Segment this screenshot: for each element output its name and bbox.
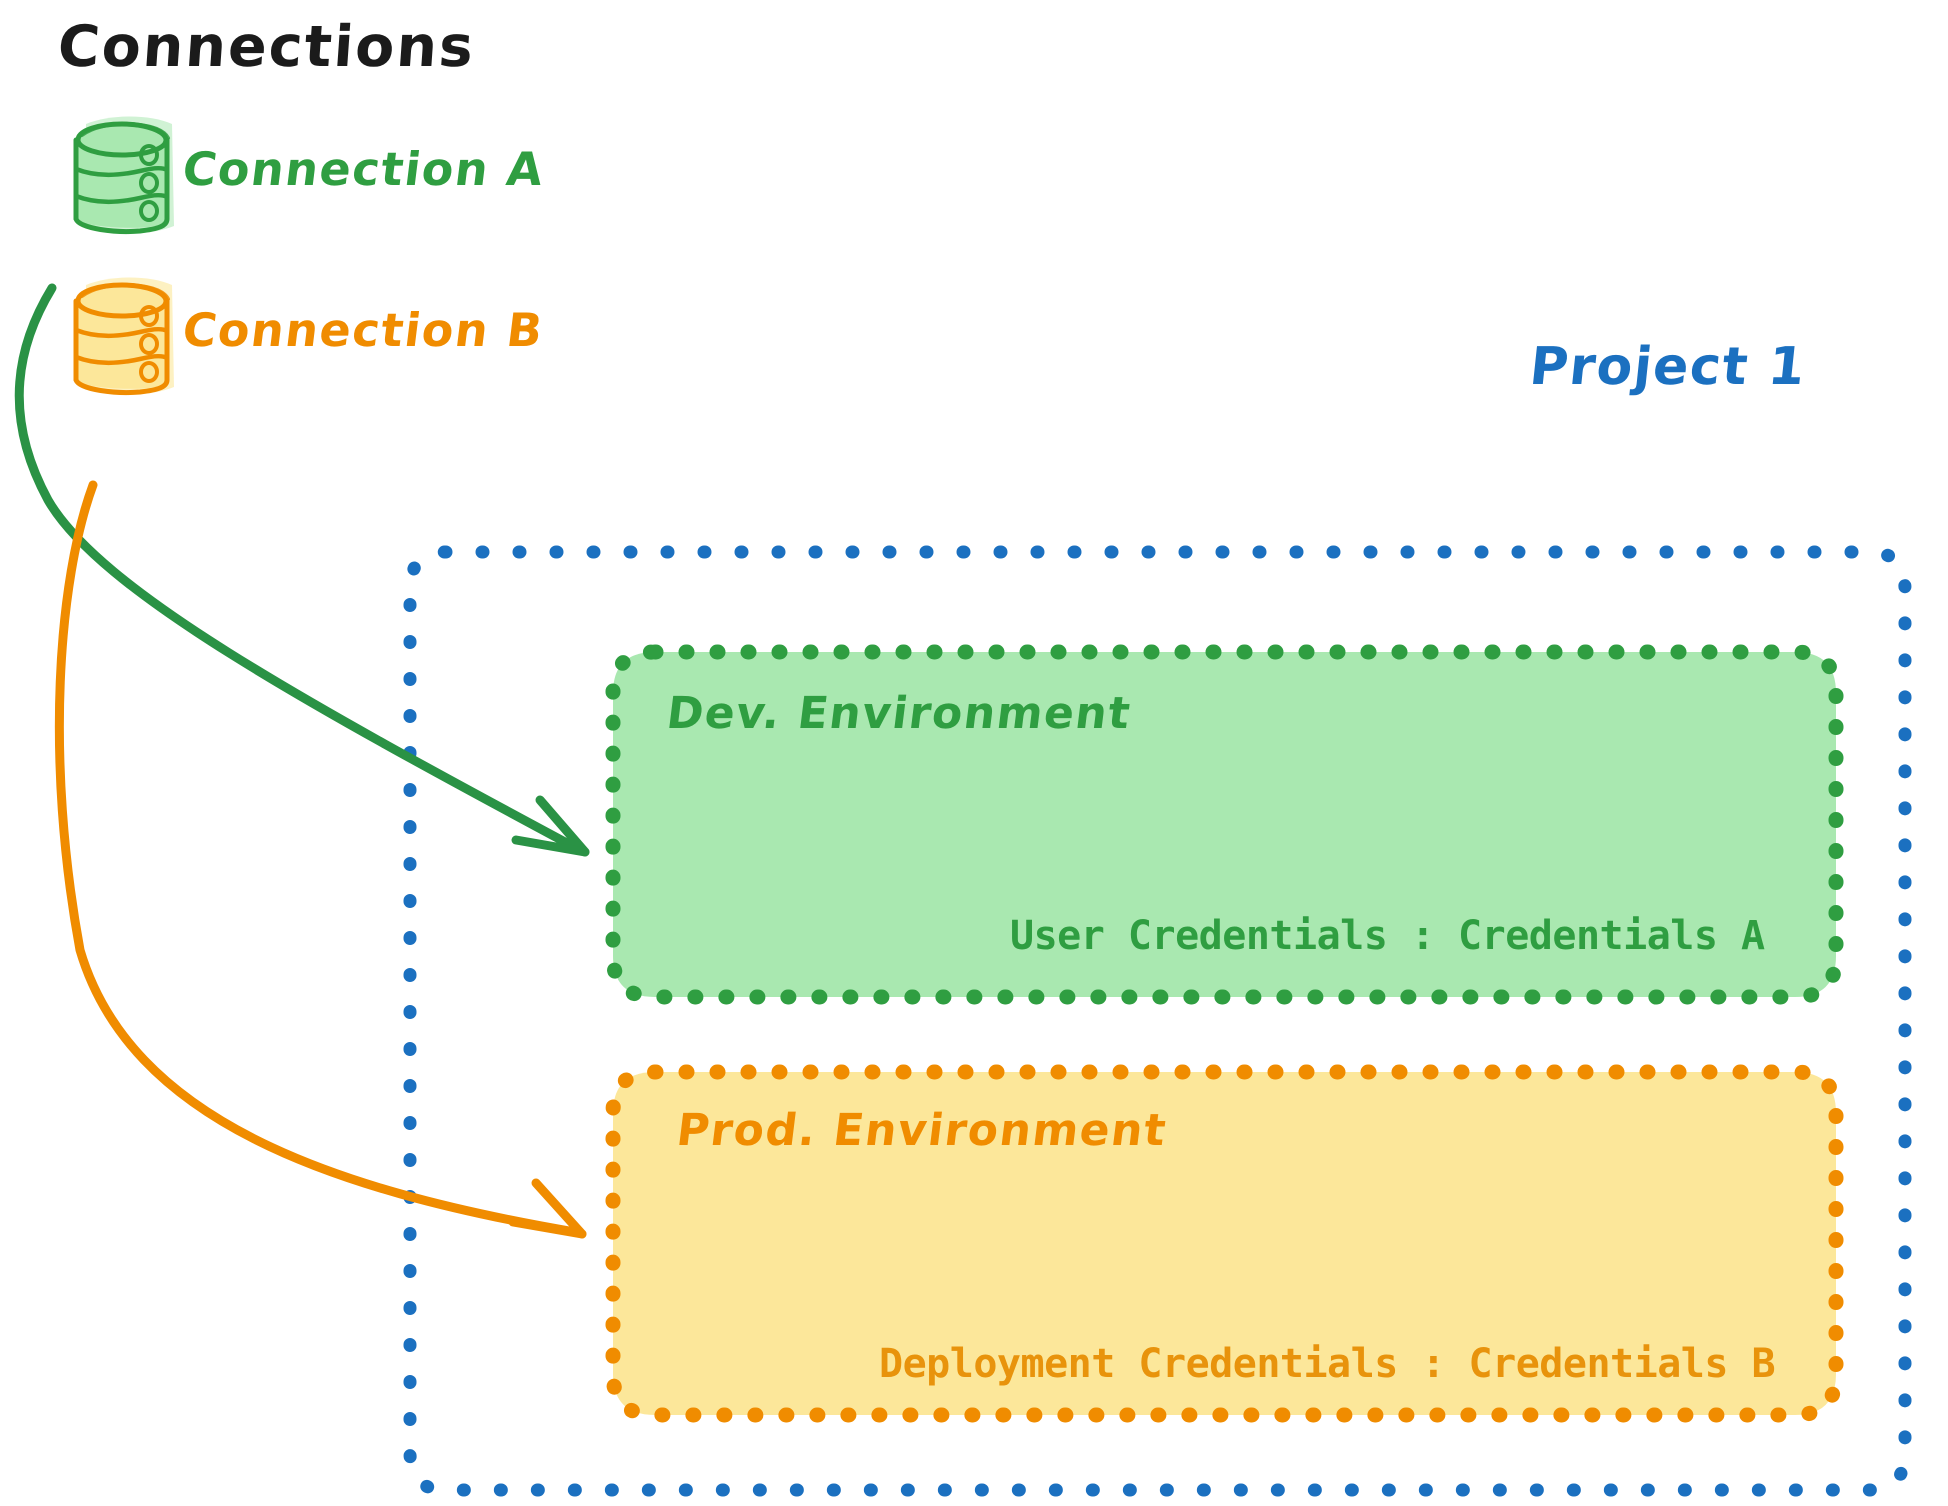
connection-a-label: Connection A: [179, 142, 548, 196]
database-cylinder-icon-connection-a[interactable]: [73, 116, 174, 234]
connection-b-label: Connection B: [179, 303, 547, 357]
edge-connection-b-to-prod: [54, 480, 587, 1239]
project-1-boundary: [403, 545, 1912, 1497]
page-title: Connections: [55, 14, 478, 80]
project-1-label: Project 1: [1526, 337, 1810, 397]
prod-environment-credentials: Deployment Credentials : Credentials B: [879, 1341, 1776, 1387]
edge-connection-a-to-dev: [14, 283, 590, 857]
dev-environment-title: Dev. Environment: [663, 688, 1135, 739]
prod-environment-title: Prod. Environment: [673, 1105, 1170, 1156]
database-cylinder-icon-connection-b[interactable]: [73, 277, 174, 395]
dev-environment-box[interactable]: [605, 644, 1844, 1005]
prod-environment-box[interactable]: [605, 1064, 1844, 1423]
dev-environment-credentials: User Credentials : Credentials A: [1010, 913, 1765, 959]
